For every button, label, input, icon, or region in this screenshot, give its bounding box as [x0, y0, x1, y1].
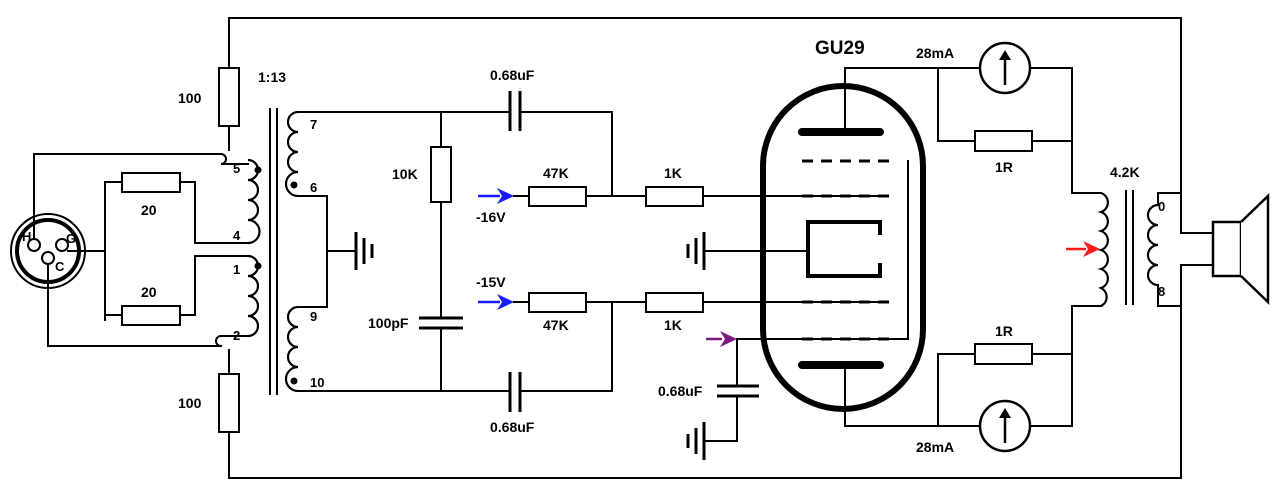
capacitor-100pf-label: 100pF	[368, 315, 409, 331]
capacitor-0-68uf-bottom-label: 0.68uF	[490, 419, 535, 435]
primary-pin-2: 2	[233, 328, 240, 343]
speaker-icon	[1180, 193, 1270, 305]
output-tap-0: 0	[1158, 199, 1165, 214]
capacitor-0-68uf-screen-label: 0.68uF	[658, 383, 703, 399]
output-transformer	[1097, 190, 1182, 307]
gu29-tube	[760, 83, 939, 427]
secondary-pin-9: 9	[310, 309, 317, 324]
capacitor-0-68uf-screen	[717, 384, 759, 398]
resistor-47k-bottom	[528, 292, 587, 313]
bias-voltage-bottom: -15V	[476, 274, 506, 290]
resistor-1r-bottom	[974, 343, 1033, 365]
primary-pin-5: 5	[233, 161, 240, 176]
xlr-pin-hot: H	[22, 229, 31, 244]
bias-arrow-top	[478, 188, 514, 204]
screen-arrow	[706, 331, 737, 347]
bottom-meter-network	[937, 305, 1102, 427]
resistor-100-bottom-label: 100	[178, 395, 202, 411]
bias-arrow-bottom	[478, 294, 514, 310]
ground-symbol-screen	[686, 422, 706, 460]
capacitor-0-68uf-bottom	[508, 301, 613, 412]
capacitor-100pf	[419, 316, 463, 330]
resistor-20-top-label: 20	[141, 202, 157, 218]
resistor-1r-bottom-label: 1R	[995, 323, 1013, 339]
ammeter-bottom-label: 28mA	[916, 439, 954, 455]
resistor-20-bottom-label: 20	[141, 284, 157, 300]
input-transformer-secondary: 7 6 9 10	[284, 110, 324, 393]
resistor-20-bottom	[121, 305, 181, 326]
resistor-100-bottom	[218, 373, 240, 433]
resistor-100-top	[218, 67, 240, 127]
resistor-10k-label: 10K	[392, 166, 418, 182]
resistor-1k-bottom	[645, 292, 704, 313]
resistor-1k-top	[645, 186, 704, 207]
resistor-47k-top	[528, 186, 587, 207]
output-transformer-impedance: 4.2K	[1110, 164, 1140, 180]
tube-name: GU29	[815, 38, 865, 59]
secondary-pin-6: 6	[310, 180, 317, 195]
primary-pin-4: 4	[233, 228, 241, 243]
secondary-pin-7: 7	[310, 117, 317, 132]
secondary-wiring	[297, 111, 511, 392]
primary-pin-1: 1	[233, 262, 240, 277]
capacitor-0-68uf-top-label: 0.68uF	[490, 67, 535, 83]
ammeter-top-label: 28mA	[916, 45, 954, 61]
xlr-pin-cold: C	[55, 259, 65, 274]
resistor-1k-bottom-label: 1K	[664, 317, 682, 333]
resistor-1r-top	[974, 130, 1033, 152]
input-transformer-ratio: 1:13	[258, 69, 286, 85]
output-tap-8: 8	[1158, 284, 1165, 299]
resistor-20-top	[121, 172, 181, 193]
resistor-100-top-label: 100	[178, 90, 202, 106]
resistor-1k-top-label: 1K	[664, 165, 682, 181]
input-transformer-primary: 5 4 1 2	[220, 158, 262, 343]
frame-wires	[228, 17, 1182, 479]
bias-voltage-top: -16V	[476, 209, 506, 225]
b-plus-arrow	[1066, 241, 1100, 257]
capacitor-0-68uf-top	[508, 91, 613, 197]
top-meter-network	[844, 67, 1102, 194]
secondary-pin-10: 10	[310, 375, 324, 390]
xlr-pin-ground: G	[66, 231, 76, 246]
resistor-47k-top-label: 47K	[543, 165, 569, 181]
ground-symbol-cathode	[686, 232, 706, 270]
resistor-1r-top-label: 1R	[995, 159, 1013, 175]
input-wiring	[33, 125, 249, 375]
resistor-10k	[430, 146, 452, 203]
resistor-47k-bottom-label: 47K	[543, 317, 569, 333]
